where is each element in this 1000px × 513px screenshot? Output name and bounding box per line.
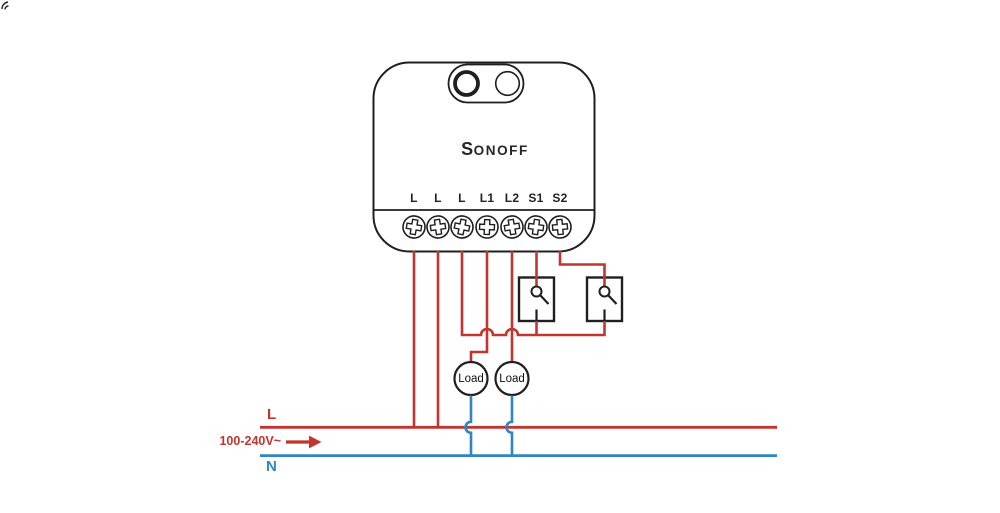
terminal-screw-icon xyxy=(402,215,426,239)
load-label: Load xyxy=(499,373,525,385)
neutral-wires xyxy=(464,395,514,456)
live-wires xyxy=(412,251,606,427)
device-button-left xyxy=(453,70,480,97)
switch-pivot-icon xyxy=(598,285,611,298)
wall-switch-1 xyxy=(530,285,550,321)
neutral-line-label: N xyxy=(266,458,277,475)
terminal-screw-icon xyxy=(475,215,499,239)
terminal-label: L1 xyxy=(479,191,495,205)
switch-lever-icon xyxy=(607,294,618,305)
terminal-screws xyxy=(402,215,572,239)
terminal-label: L xyxy=(434,191,442,205)
live-line-label: L xyxy=(267,406,277,423)
wall-switch-2 xyxy=(598,285,618,321)
wire-neutral-load2 xyxy=(505,395,514,456)
terminal-screw-icon xyxy=(500,215,524,239)
wire-l1-to-load1 xyxy=(469,251,489,363)
device-button-right xyxy=(494,70,521,97)
terminal-label: S1 xyxy=(528,191,544,205)
sonoff-device-body xyxy=(372,61,596,253)
wire-neutral-load1 xyxy=(464,395,473,456)
terminal-label: S2 xyxy=(552,191,568,205)
terminal-screw-icon xyxy=(548,215,572,239)
voltage-label: 100-240V~ xyxy=(219,434,281,448)
terminal-label: L xyxy=(410,191,418,205)
terminal-label: L xyxy=(458,191,466,205)
switch-pivot-icon xyxy=(530,285,543,298)
switch-lever-icon xyxy=(539,294,550,305)
terminal-screw-icon xyxy=(524,215,548,239)
terminal-label: L2 xyxy=(504,191,520,205)
voltage-arrow-icon xyxy=(286,435,322,449)
terminal-screw-icon xyxy=(450,215,474,239)
wifi-signal-icon xyxy=(1,1,9,10)
load-label: Load xyxy=(458,373,484,385)
load-1-circle xyxy=(453,360,489,397)
wire-l-switch-return xyxy=(460,251,606,337)
load-2-circle xyxy=(494,360,530,397)
brand-logo: SONOFF xyxy=(461,139,529,159)
terminal-screw-icon xyxy=(426,215,450,239)
button-pill xyxy=(447,63,525,104)
wire-s2 xyxy=(558,251,606,287)
